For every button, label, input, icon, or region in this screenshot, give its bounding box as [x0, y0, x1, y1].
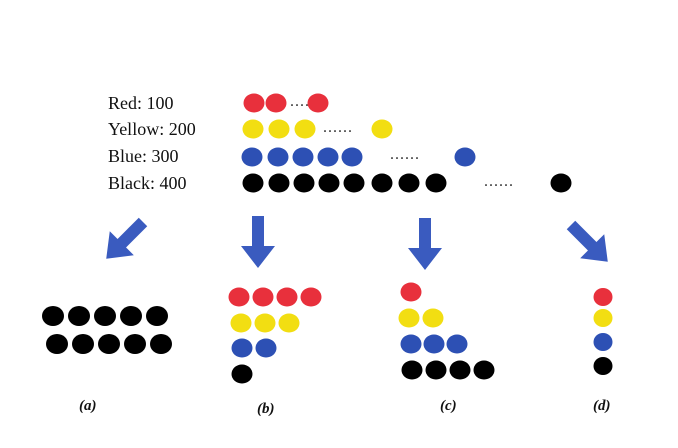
panel-c-dot-blue — [446, 334, 468, 354]
panel-dots — [42, 282, 613, 384]
legend-dots — [241, 93, 572, 193]
legend-dot-yellow — [242, 119, 264, 139]
panel-a-dot-black — [94, 306, 116, 326]
panel-d-dot-black — [593, 357, 613, 375]
legend-dot-blue — [454, 147, 476, 167]
panel-a-dot-black — [46, 334, 68, 354]
panel-c-dot-black — [401, 360, 423, 380]
panel-c-dot-yellow — [422, 308, 444, 328]
caption-d: (d) — [593, 398, 611, 414]
panel-b-dot-yellow — [254, 313, 276, 333]
panel-d-dot-red — [593, 288, 613, 306]
legend-ellipsis-black: ...... — [484, 173, 514, 190]
legend-dot-red — [265, 93, 287, 113]
panel-b-dot-red — [300, 287, 322, 307]
panel-c-dot-black — [425, 360, 447, 380]
legend-dot-black — [425, 173, 447, 193]
legend-ellipsis-blue: ...... — [390, 146, 420, 163]
panel-d-dot-blue — [593, 333, 613, 351]
legend-dot-black — [318, 173, 340, 193]
panel-a-dot-black — [68, 306, 90, 326]
panel-d-dot-yellow — [593, 309, 613, 327]
legend-dot-black — [550, 173, 572, 193]
panel-c-dot-yellow — [398, 308, 420, 328]
legend-label-yellow: Yellow: 200 — [108, 119, 196, 139]
legend-dot-yellow — [294, 119, 316, 139]
panel-b-dot-blue — [231, 338, 253, 358]
legend-dot-yellow — [268, 119, 290, 139]
legend-dot-blue — [292, 147, 314, 167]
panel-a-dot-black — [146, 306, 168, 326]
panel-b-dot-blue — [255, 338, 277, 358]
panel-b-dot-red — [252, 287, 274, 307]
legend-label-blue: Blue: 300 — [108, 146, 179, 166]
caption-c: (c) — [440, 398, 457, 414]
arrow-to-a — [106, 217, 148, 259]
legend-dot-yellow — [371, 119, 393, 139]
legend-dot-blue — [341, 147, 363, 167]
legend-dot-black — [293, 173, 315, 193]
legend-dot-black — [371, 173, 393, 193]
panel-b-dot-yellow — [278, 313, 300, 333]
panel-a-dot-black — [42, 306, 64, 326]
legend-label-red: Red: 100 — [108, 93, 174, 113]
panel-a-dot-black — [124, 334, 146, 354]
legend-label-black: Black: 400 — [108, 173, 187, 193]
panel-c-dot-blue — [423, 334, 445, 354]
legend-dot-red — [243, 93, 265, 113]
legend-dot-black — [268, 173, 290, 193]
legend-dot-blue — [267, 147, 289, 167]
panel-a-dot-black — [120, 306, 142, 326]
panel-a-dot-black — [98, 334, 120, 354]
legend-ellipsis-red: .... — [290, 93, 310, 110]
legend-dot-black — [343, 173, 365, 193]
panel-b-dot-yellow — [230, 313, 252, 333]
panel-a-dot-black — [150, 334, 172, 354]
arrows — [106, 216, 608, 270]
legend-dot-black — [398, 173, 420, 193]
panel-b-dot-red — [276, 287, 298, 307]
panel-c-dot-red — [400, 282, 422, 302]
legend-dot-blue — [241, 147, 263, 167]
arrow-to-d — [566, 220, 608, 262]
panel-c-dot-black — [449, 360, 471, 380]
panel-c-dot-black — [473, 360, 495, 380]
legend-ellipsis-yellow: ...... — [323, 119, 353, 136]
caption-a: (a) — [79, 398, 97, 414]
legend-dot-black — [242, 173, 264, 193]
panel-a-dot-black — [72, 334, 94, 354]
legend-dot-blue — [317, 147, 339, 167]
panel-b-dot-black — [231, 364, 253, 384]
panel-b-dot-red — [228, 287, 250, 307]
legend-dot-red — [307, 93, 329, 113]
caption-b: (b) — [257, 401, 275, 417]
panel-c-dot-blue — [400, 334, 422, 354]
arrow-to-b — [241, 216, 275, 268]
arrow-to-c — [408, 218, 442, 270]
